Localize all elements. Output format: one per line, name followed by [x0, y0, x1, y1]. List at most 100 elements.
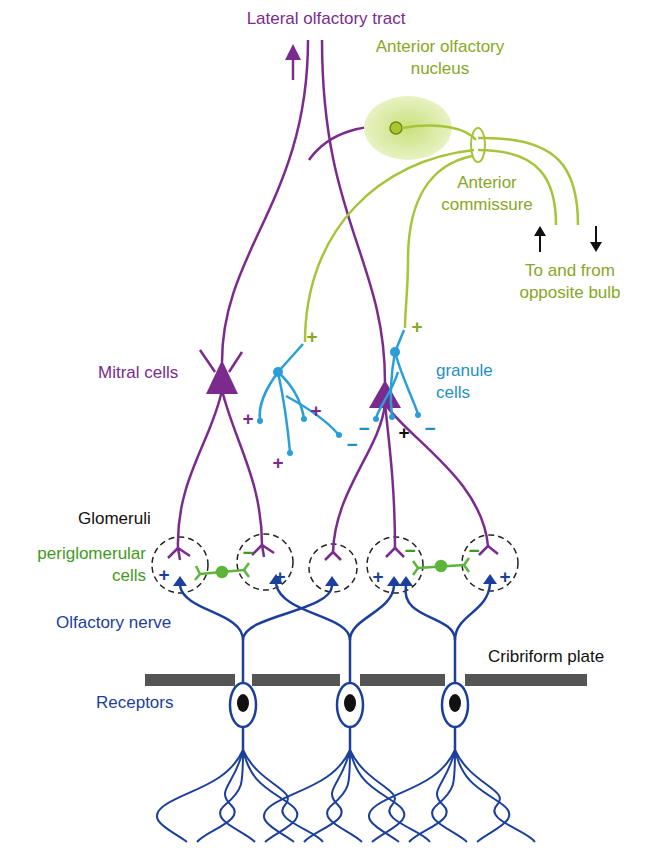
mitral-cell: [222, 390, 262, 545]
mitral-cell: [178, 390, 222, 548]
commissural-fibre: [402, 126, 476, 140]
direction-arrow: [590, 242, 602, 252]
mitral-soma: [369, 380, 401, 408]
axon-terminal: [325, 576, 339, 586]
inhibitory-sign: −: [346, 435, 357, 454]
receptor-nucleus: [237, 694, 249, 712]
mitral-cell: [386, 548, 404, 557]
inhibitory-sign: −: [358, 419, 369, 438]
excitatory-sign: +: [274, 567, 285, 586]
excitatory-sign: +: [398, 423, 409, 442]
receptor-cilia: [432, 750, 467, 842]
direction-arrow: [534, 226, 546, 236]
receptor-cilia: [157, 750, 243, 842]
granule-soma: [373, 416, 379, 422]
excitatory-sign: +: [310, 401, 321, 420]
receptor-nucleus: [237, 694, 461, 712]
direction-arrow: [595, 226, 597, 244]
excitatory-sign: +: [272, 453, 283, 472]
commissural-fibre: [471, 128, 485, 162]
granule-soma: [301, 416, 307, 422]
granule-soma: [390, 347, 400, 357]
plate-label: Cribriform plate: [488, 646, 604, 668]
axon-terminal: [173, 576, 187, 586]
glomerulus: [237, 534, 293, 590]
excitatory-sign: +: [158, 565, 169, 584]
granule-cell: [278, 372, 290, 452]
periglomerular-cell: [436, 561, 446, 571]
opposite-bulb-label: To and from opposite bulb: [500, 260, 640, 304]
granule-soma: [287, 450, 293, 456]
axon-terminal: [399, 576, 413, 586]
mitral-cell: [168, 548, 190, 560]
excitatory-sign: +: [411, 317, 422, 336]
mitral-cell: [333, 404, 385, 552]
tract-label: Lateral olfactory tract: [228, 8, 424, 30]
direction-arrow: [534, 226, 602, 252]
mitral-cell: [385, 404, 395, 548]
olfactory-nerve-axon: [406, 586, 455, 683]
receptor-cilia: [350, 750, 430, 842]
granule-label: granule cells: [436, 360, 508, 404]
receptor-cell: [454, 727, 457, 750]
receptor-nucleus: [449, 694, 461, 712]
receptor-nucleus: [344, 694, 356, 712]
olfactory-nerve-axon: [180, 584, 490, 683]
inhibitory-sign: −: [424, 419, 435, 438]
olfactory-nerve-axon: [180, 586, 243, 683]
mitral-soma: [206, 44, 401, 408]
receptor-cilia: [327, 750, 362, 842]
granule-soma: [257, 347, 421, 456]
mitral-cell: [168, 40, 498, 560]
periglomerular-cell: [217, 567, 227, 577]
granule-cell: [286, 396, 338, 434]
mitral-cell: [252, 545, 274, 557]
cribriform-plate: [145, 674, 587, 686]
olfactory-nerve-axon: [276, 584, 350, 683]
olfactory-nerve-axon: [350, 586, 394, 640]
receptors-label: Receptors: [96, 692, 173, 714]
periglomerular-label: periglomerular cells: [4, 543, 146, 587]
glomeruli-label: Glomeruli: [78, 508, 151, 530]
granule-soma: [273, 367, 283, 377]
excitatory-sign: +: [242, 409, 253, 428]
nerve-label: Olfactory nerve: [56, 612, 171, 634]
receptor-cell: [337, 683, 363, 727]
granule-cell: [376, 372, 398, 418]
periglomerular-cell: [195, 558, 469, 580]
receptor-cilia: [220, 750, 255, 842]
granule-cell: [260, 330, 418, 452]
inhibitory-sign: −: [468, 541, 479, 560]
excitatory-sign: +: [499, 567, 510, 586]
receptor-cilia: [243, 750, 323, 842]
granule-soma: [257, 418, 263, 424]
cribriform-plate: [465, 674, 587, 686]
cribriform-plate: [252, 674, 340, 686]
receptor-cilia: [157, 750, 535, 842]
axon-terminal: [387, 576, 401, 586]
receptor-cilia: [264, 750, 350, 842]
receptor-cilia: [455, 750, 535, 842]
receptor-cell: [242, 727, 245, 750]
granule-cell: [395, 352, 418, 414]
inhibitory-sign: −: [404, 541, 415, 560]
mitral-cell: [322, 40, 385, 382]
mitral-label: Mitral cells: [98, 362, 178, 384]
anterior-olfactory-nucleus: [390, 122, 402, 134]
glomerulus: [462, 535, 518, 591]
receptor-cell: [230, 683, 468, 750]
glomerulus: [152, 534, 518, 593]
receptor-cell: [442, 683, 468, 727]
granule-cell: [278, 344, 303, 372]
inhibitory-sign: −: [242, 543, 253, 562]
direction-arrow: [539, 234, 541, 252]
cribriform-plate: [145, 674, 235, 686]
receptor-cell: [230, 683, 256, 727]
axon-terminal: [483, 574, 497, 584]
mitral-cell: [222, 40, 308, 362]
excitatory-sign: +: [372, 567, 383, 586]
commissural-fibre: [305, 150, 474, 342]
cribriform-plate: [360, 674, 445, 686]
excitatory-sign: +: [306, 327, 317, 346]
